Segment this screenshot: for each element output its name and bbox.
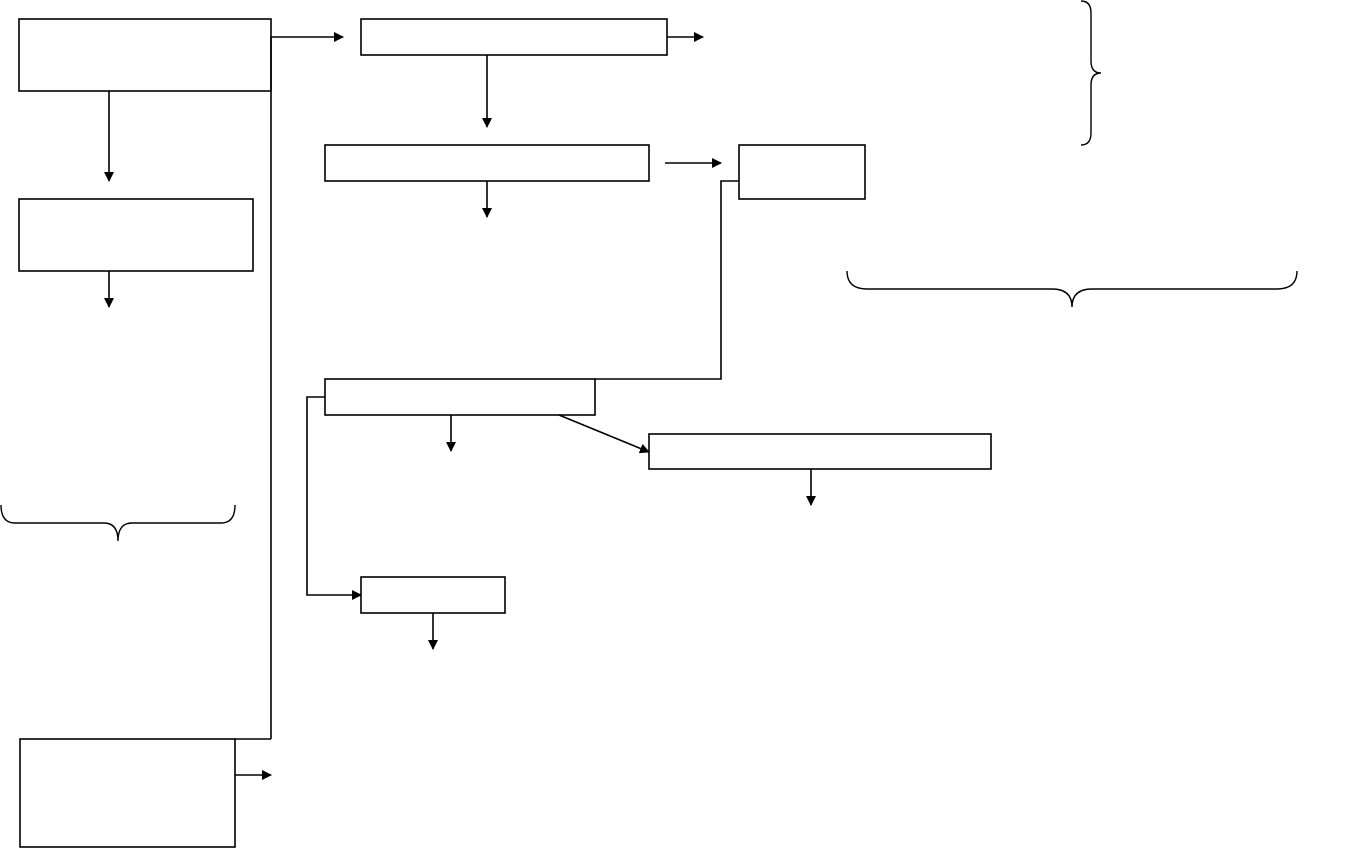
connector-small-right-to-center-lower bbox=[595, 180, 739, 380]
box-second-center bbox=[324, 144, 650, 182]
curly-brace-right-vertical bbox=[1080, 0, 1102, 146]
box-small-bottom bbox=[360, 576, 506, 614]
curly-brace-right-horizontal bbox=[846, 270, 1298, 308]
arrow-center-lower-to-small-bottom bbox=[306, 396, 362, 600]
arrow-center-lower-to-wide-right bbox=[558, 414, 650, 454]
box-left-middle bbox=[18, 198, 254, 272]
curly-brace-left-horizontal bbox=[0, 504, 236, 542]
box-top-center bbox=[360, 18, 668, 56]
box-top-left bbox=[18, 18, 272, 92]
box-wide-right bbox=[648, 433, 992, 470]
box-small-right bbox=[738, 144, 866, 200]
box-bottom-left bbox=[19, 738, 236, 848]
box-center-lower bbox=[324, 378, 596, 416]
